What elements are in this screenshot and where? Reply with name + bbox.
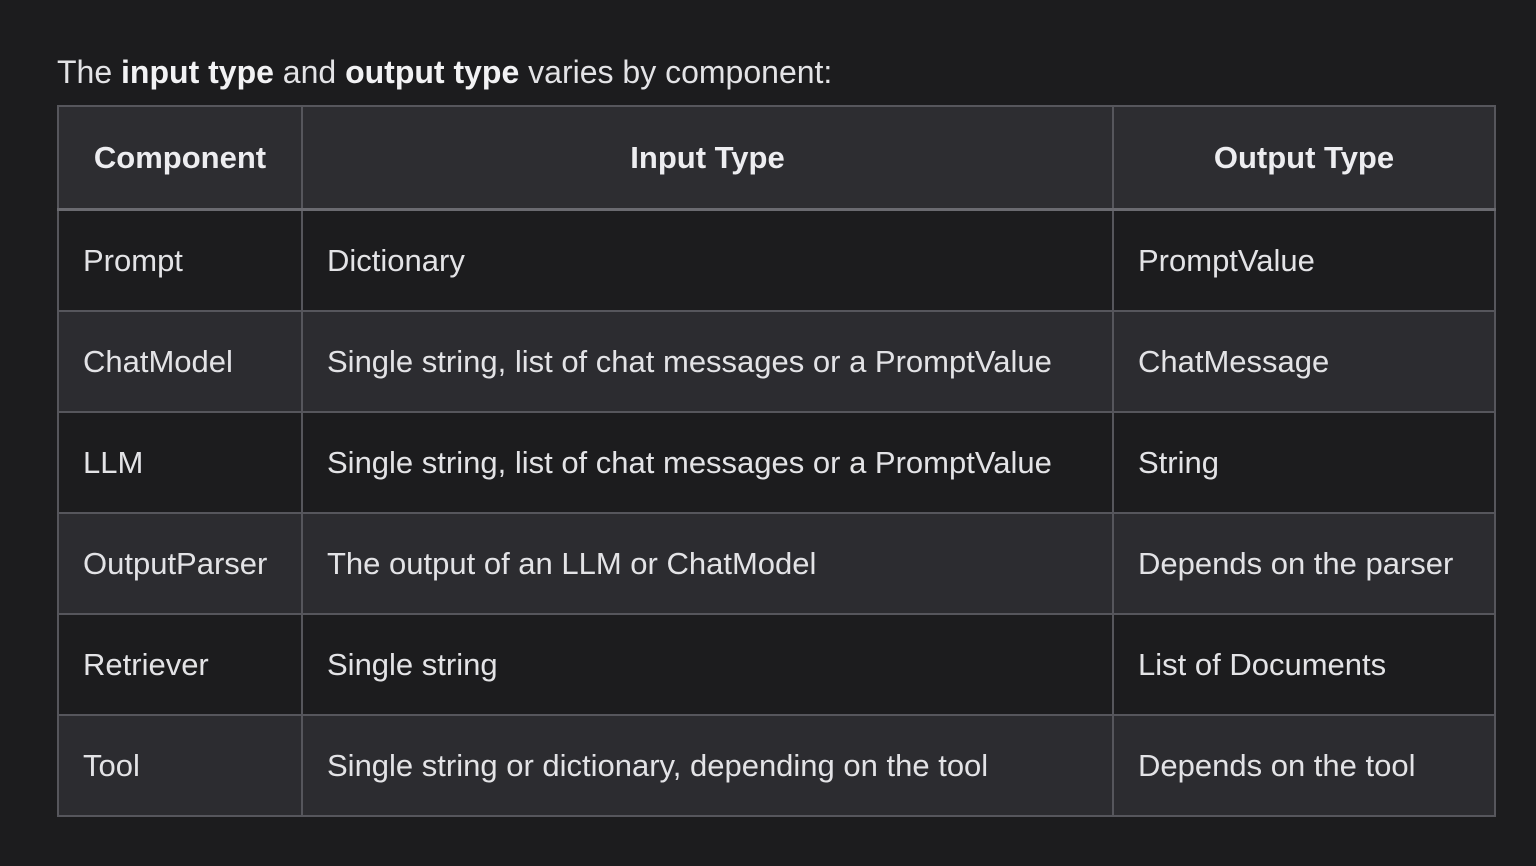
cell-input-type: Single string, list of chat messages or …	[301, 411, 1114, 514]
cell-component: OutputParser	[57, 512, 303, 615]
intro-bold-input-type: input type	[121, 54, 274, 90]
cell-input-type: Dictionary	[301, 208, 1114, 312]
intro-text: The input type and output type varies by…	[57, 50, 832, 94]
table-header-row: Component Input Type Output Type	[57, 105, 1496, 211]
cell-input-type: Single string, list of chat messages or …	[301, 310, 1114, 413]
table-row: Tool Single string or dictionary, depend…	[57, 714, 1496, 817]
cell-input-type: Single string or dictionary, depending o…	[301, 714, 1114, 817]
header-output-type: Output Type	[1112, 105, 1496, 211]
intro-middle: and	[273, 54, 346, 90]
cell-component: Retriever	[57, 613, 303, 716]
intro-prefix: The	[57, 54, 122, 90]
table-row: Prompt Dictionary PromptValue	[57, 208, 1496, 312]
header-input-type: Input Type	[301, 105, 1114, 211]
cell-component: LLM	[57, 411, 303, 514]
cell-component: Prompt	[57, 208, 303, 312]
cell-input-type: The output of an LLM or ChatModel	[301, 512, 1114, 615]
cell-output-type: List of Documents	[1112, 613, 1496, 716]
cell-component: Tool	[57, 714, 303, 817]
table-row: ChatModel Single string, list of chat me…	[57, 310, 1496, 413]
table-row: OutputParser The output of an LLM or Cha…	[57, 512, 1496, 615]
cell-output-type: Depends on the tool	[1112, 714, 1496, 817]
cell-output-type: Depends on the parser	[1112, 512, 1496, 615]
component-types-table: Component Input Type Output Type Prompt …	[57, 105, 1496, 817]
intro-bold-output-type: output type	[345, 54, 520, 90]
cell-output-type: String	[1112, 411, 1496, 514]
cell-output-type: PromptValue	[1112, 208, 1496, 312]
cell-output-type: ChatMessage	[1112, 310, 1496, 413]
intro-suffix: varies by component:	[519, 54, 833, 90]
cell-component: ChatModel	[57, 310, 303, 413]
table-row: LLM Single string, list of chat messages…	[57, 411, 1496, 514]
table-row: Retriever Single string List of Document…	[57, 613, 1496, 716]
cell-input-type: Single string	[301, 613, 1114, 716]
header-component: Component	[57, 105, 303, 211]
